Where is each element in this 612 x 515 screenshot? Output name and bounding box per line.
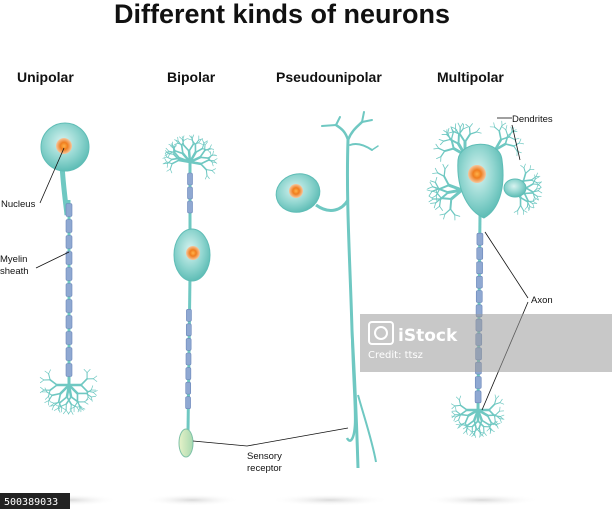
heading-unipolar: Unipolar: [17, 69, 74, 85]
myelin-segment: [185, 396, 191, 410]
myelin-segment: [185, 381, 192, 395]
multipolar-neuron: [426, 120, 543, 438]
myelin-segment: [185, 367, 192, 380]
myelin-segment: [65, 331, 73, 345]
myelin-segment: [65, 235, 73, 249]
unipolar-myelin-sheath: [65, 203, 73, 377]
multipolar-axon-terminal: [451, 394, 505, 438]
label-sensory-line2: receptor: [247, 463, 282, 474]
myelin-segment: [65, 315, 73, 329]
leader-lines: [35, 117, 529, 447]
bipolar-dendrites: [162, 134, 218, 180]
bipolar-nucleus: [186, 246, 200, 260]
stock-id: 500389033: [4, 497, 58, 508]
myelin-segment: [185, 323, 192, 337]
unipolar-nucleus: [56, 138, 72, 154]
myelin-segment: [65, 363, 73, 377]
label-axon: Axon: [531, 295, 553, 306]
watermark: iStock Credit: ttsz: [360, 314, 612, 372]
unipolar-axon-terminal: [39, 369, 98, 415]
watermark-brand: iStock: [398, 326, 458, 346]
pseudounipolar-neuron: [275, 111, 379, 469]
myelin-segment: [186, 308, 192, 322]
bipolar-neuron: [162, 134, 218, 458]
pseudounipolar-nucleus: [289, 184, 303, 198]
myelin-segment: [65, 267, 73, 281]
myelin-segment: [476, 232, 484, 246]
myelin-segment: [187, 172, 193, 186]
label-myelin-line1: Myelin: [0, 254, 27, 265]
myelin-segment: [185, 352, 192, 366]
myelin-segment: [65, 299, 73, 313]
myelin-segment: [65, 203, 73, 217]
multipolar-dendrite-swelling: [503, 178, 527, 198]
myelin-segment: [475, 290, 483, 303]
label-nucleus: Nucleus: [1, 199, 36, 210]
bipolar-myelin-sheath: [185, 172, 193, 410]
myelin-segment: [476, 261, 483, 275]
label-dendrites: Dendrites: [512, 114, 553, 125]
myelin-segment: [476, 275, 483, 289]
bipolar-sensory-receptor: [178, 428, 194, 458]
stock-id-bar: [0, 493, 70, 509]
unipolar-neuron: [39, 122, 98, 415]
istock-logo-icon: [368, 321, 394, 345]
diagram-title: Different kinds of neurons: [114, 0, 450, 29]
label-sensory-line1: Sensory: [247, 451, 282, 462]
shadow-multipolar: [424, 494, 540, 506]
myelin-segment: [474, 376, 482, 389]
myelin-segment: [65, 283, 73, 297]
shadow-bipolar: [144, 494, 240, 506]
myelin-segment: [65, 347, 73, 361]
multipolar-nucleus: [468, 165, 486, 183]
myelin-segment: [474, 390, 482, 404]
myelin-segment: [185, 338, 192, 351]
myelin-segment: [187, 200, 193, 214]
pseudounipolar-peripheral-terminal: [321, 111, 379, 151]
shadow-pseudounipolar: [270, 494, 390, 506]
heading-multipolar: Multipolar: [437, 69, 504, 85]
myelin-segment: [187, 186, 193, 200]
myelin-segment: [476, 247, 484, 260]
label-myelin-line2: sheath: [0, 266, 29, 277]
heading-bipolar: Bipolar: [167, 69, 216, 85]
myelin-segment: [65, 251, 73, 265]
watermark-credit: Credit: ttsz: [368, 350, 423, 361]
myelin-segment: [65, 219, 73, 233]
heading-pseudounipolar: Pseudounipolar: [276, 69, 382, 85]
